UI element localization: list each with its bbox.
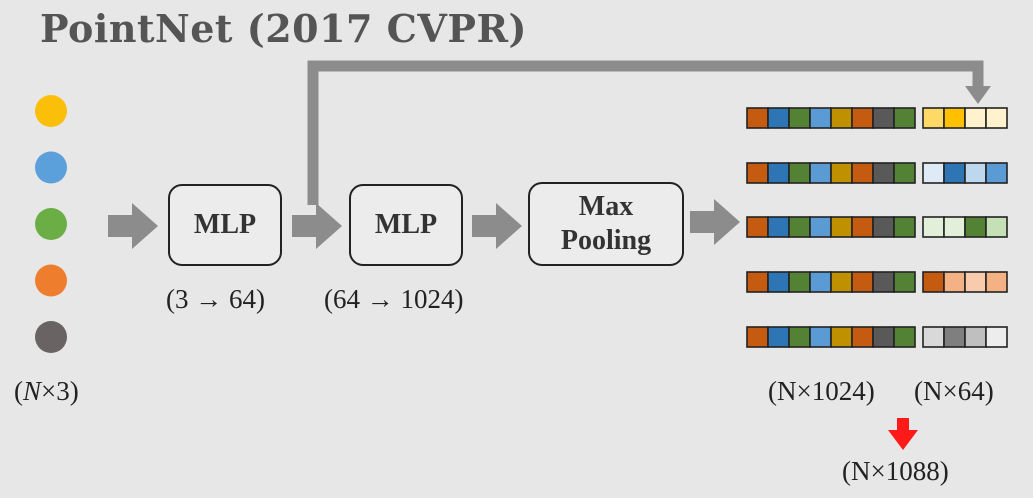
local-feature-cell [985, 326, 1008, 348]
max-pooling-label: Max Pooling [561, 190, 651, 257]
output-dim-label: (N×1088) [842, 456, 949, 486]
global-feature-cell [851, 326, 874, 348]
global-feature-cell [809, 271, 832, 293]
local-feature-dim-label: (N×64) [914, 376, 994, 406]
global-feature-cell [830, 326, 853, 348]
concat-arrow [888, 418, 918, 450]
input-dim-var: N [23, 376, 42, 406]
global-feature-cell [746, 162, 769, 184]
global-feature-cell [893, 271, 916, 293]
local-feature-cell [943, 162, 966, 184]
arrow-input-to-mlp1 [108, 203, 158, 249]
arrow-mlp1-to-mlp2 [292, 203, 342, 249]
local-feature-cell [964, 216, 987, 238]
global-feature-cell [851, 216, 874, 238]
local-feature-cell [922, 162, 945, 184]
local-feature-cell [943, 107, 966, 129]
mlp-block-1-label: MLP [193, 209, 257, 241]
local-feature-cell [922, 326, 945, 348]
input-point-4 [35, 321, 67, 353]
input-points [35, 95, 67, 353]
page-title: PointNet (2017 CVPR) [40, 6, 528, 51]
global-feature-cell [788, 216, 811, 238]
input-dim-rest: ×3) [41, 376, 79, 406]
local-feature-cell [985, 271, 1008, 293]
input-point-3 [35, 264, 67, 297]
global-feature-cell [851, 107, 874, 129]
max-pooling-line1: Max [578, 191, 634, 223]
global-feature-cell [746, 107, 769, 129]
global-feature-cell [872, 216, 895, 238]
global-feature-cell [830, 216, 853, 238]
global-feature-cell [830, 271, 853, 293]
global-feature-cell [809, 162, 832, 184]
local-feature-cell [964, 162, 987, 184]
global-feature-cell [893, 326, 916, 348]
local-feature-cell [922, 107, 945, 129]
global-feature-cell [788, 107, 811, 129]
global-feature-cell [872, 107, 895, 129]
concat-arrow-shaft [897, 418, 909, 432]
local-feature-cell [964, 107, 987, 129]
mlp2-dims-label: (64 → 1024) [324, 284, 464, 314]
feature-matrix [746, 107, 1008, 348]
global-feature-cell [767, 326, 790, 348]
global-feature-cell [830, 107, 853, 129]
skip-connection-arrow [307, 60, 991, 205]
global-feature-cell [872, 162, 895, 184]
global-feature-dim-label: (N×1024) [768, 376, 875, 406]
mlp1-dims-label: (3 → 64) [166, 284, 265, 314]
input-point-2 [35, 208, 67, 240]
local-feature-cell [985, 107, 1008, 129]
concat-arrow-head [888, 430, 918, 450]
input-dim-open: ( [14, 376, 23, 406]
local-feature-cell [985, 216, 1008, 238]
max-pooling-line2: Pooling [560, 225, 652, 256]
skip-connection-head [965, 86, 991, 104]
local-feature-cell [964, 326, 987, 348]
global-feature-cell [872, 271, 895, 293]
mlp-block-1: MLP [168, 184, 282, 266]
local-feature-cell [964, 271, 987, 293]
global-feature-cell [788, 162, 811, 184]
local-feature-cell [943, 271, 966, 293]
global-feature-cell [788, 271, 811, 293]
mlp-block-2-label: MLP [374, 209, 438, 241]
local-feature-cell [922, 216, 945, 238]
local-feature-cell [922, 271, 945, 293]
mlp-block-2: MLP [349, 184, 463, 266]
global-feature-cell [767, 162, 790, 184]
arrow-maxpool-to-features [690, 199, 740, 245]
max-pooling-block: Max Pooling [528, 182, 684, 266]
global-feature-cell [851, 162, 874, 184]
skip-connection-line [307, 60, 984, 205]
global-feature-cell [746, 326, 769, 348]
global-feature-cell [746, 271, 769, 293]
global-feature-cell [809, 216, 832, 238]
global-feature-cell [788, 326, 811, 348]
input-point-0 [35, 95, 67, 127]
local-feature-cell [985, 162, 1008, 184]
global-feature-cell [851, 271, 874, 293]
input-dim-label: (N×3) [14, 376, 79, 407]
global-feature-cell [893, 216, 916, 238]
flow-arrows [108, 199, 740, 249]
global-feature-cell [809, 326, 832, 348]
global-feature-cell [746, 216, 769, 238]
global-feature-cell [809, 107, 832, 129]
global-feature-cell [767, 107, 790, 129]
arrow-mlp2-to-maxpool [472, 203, 522, 249]
input-point-1 [35, 151, 67, 184]
global-feature-cell [893, 107, 916, 129]
global-feature-cell [767, 271, 790, 293]
local-feature-cell [943, 326, 966, 348]
global-feature-cell [893, 162, 916, 184]
global-feature-cell [830, 162, 853, 184]
local-feature-cell [943, 216, 966, 238]
global-feature-cell [872, 326, 895, 348]
global-feature-cell [767, 216, 790, 238]
